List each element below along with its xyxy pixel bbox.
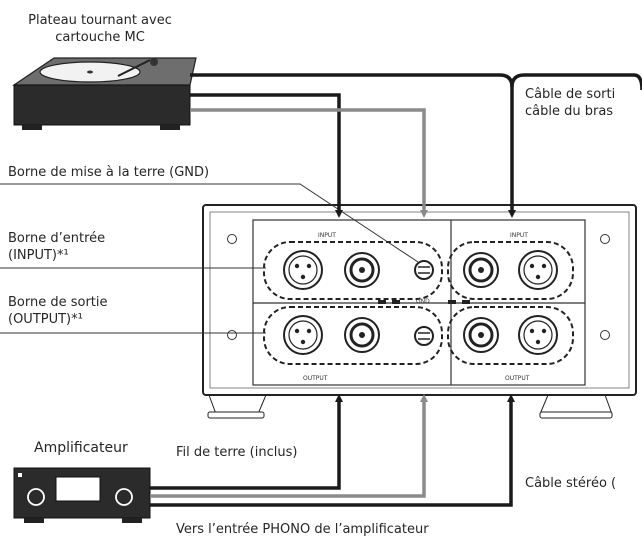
leader-lines <box>0 183 419 334</box>
arm-cable-label-line2: câble du bras <box>525 104 614 119</box>
panel-input-left-label: INPUT <box>318 232 336 239</box>
amplifier-ground-cable <box>150 394 428 498</box>
stereo-cable-label: Câble stéréo ( <box>525 476 617 491</box>
gnd-terminal-label: Borne de mise à la terre (GND) <box>8 165 210 180</box>
output-terminal-label-line1: Borne de sortie <box>8 295 108 310</box>
input-terminal-label: Borne d’entrée (INPUT)*¹ <box>8 230 105 264</box>
arm-cable-label: Câble de sorti câble du bras <box>525 86 615 120</box>
xlr-connector-icon <box>283 250 558 355</box>
panel-gnd-label: GND <box>416 298 430 305</box>
output-terminal-label-line2: (OUTPUT)*¹ <box>8 312 83 327</box>
turntable-icon <box>12 57 197 130</box>
screw-icon <box>227 234 610 340</box>
amplifier-icon <box>13 467 151 523</box>
arm-cable-label-line1: Câble de sorti <box>525 87 616 102</box>
amplifier-signal-cable <box>150 394 515 507</box>
panel-input-right-label: INPUT <box>510 232 528 239</box>
turntable-label-line2: cartouche MC <box>55 30 145 45</box>
panel-output-right-label: OUTPUT <box>505 375 530 382</box>
panel-output-left-label: OUTPUT <box>303 375 328 382</box>
turntable-ground-cable <box>190 108 428 218</box>
rca-connector-icon <box>344 252 499 353</box>
output-terminal-label: Borne de sortie (OUTPUT)*¹ <box>8 294 108 328</box>
input-terminal-label-line2: (INPUT)*¹ <box>8 248 69 263</box>
turntable-label-line1: Plateau tournant avec <box>28 13 172 28</box>
ground-wire-label: Fil de terre (inclus) <box>176 445 298 460</box>
main-unit-panel <box>202 204 637 419</box>
turntable-signal-cable <box>190 73 642 218</box>
turntable-label: Plateau tournant avec cartouche MC <box>20 12 180 46</box>
phono-input-label: Vers l’entrée PHONO de l’amplificateur <box>176 522 429 537</box>
amplifier-label: Amplificateur <box>34 440 128 456</box>
ground-terminal-icon <box>414 260 434 346</box>
input-terminal-label-line1: Borne d’entrée <box>8 231 106 246</box>
